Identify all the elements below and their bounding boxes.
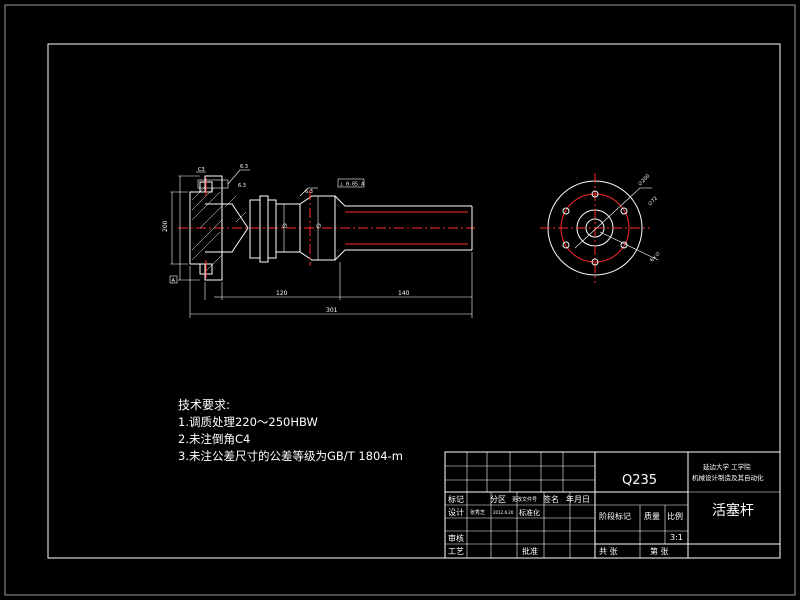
roughness-1: 6.3 <box>240 164 248 170</box>
front-view: 301 120 140 200 ∅ ∅ ⊥ 0.05 A <box>162 164 475 318</box>
bolt-hole-5 <box>562 241 570 249</box>
end-view: ∅200 ∅72 6×∅ <box>540 173 662 283</box>
outer-border <box>4 4 796 596</box>
tb-weight: 质量 <box>644 511 660 521</box>
collar-2 <box>259 195 269 263</box>
tb-review: 审核 <box>448 533 464 543</box>
tb-major: 机械设计制造及其自动化 <box>692 473 764 482</box>
dim-gt2: ∅ <box>316 223 321 230</box>
dim-rod-length: 140 <box>398 290 410 297</box>
tech-req-title: 技术要求: <box>178 398 230 412</box>
section-label-2: ∅72 <box>647 196 659 208</box>
roughness-2: 6.3 <box>305 189 313 195</box>
tb-file-no: 更改文件号 <box>512 496 537 503</box>
bolt-hole-1 <box>591 190 599 198</box>
tb-scale: 3:1 <box>670 533 683 542</box>
rod-body <box>276 195 472 261</box>
tb-designer: 张秀芝 <box>470 509 485 516</box>
tb-sheet-no: 第 张 <box>650 546 669 556</box>
tb-total-sheets: 共 张 <box>599 547 618 556</box>
section-label-3: 6×∅ <box>649 251 662 264</box>
hatching <box>191 185 247 273</box>
roughness-3: 6.3 <box>238 183 246 189</box>
bolt-hole-4 <box>591 258 599 266</box>
tb-date: 年月日 <box>566 494 590 504</box>
dimensions: 301 120 140 200 ∅ ∅ <box>162 175 473 318</box>
tb-standardize: 标准化 <box>519 508 540 517</box>
dim-middle-length: 120 <box>276 290 288 297</box>
drawing-frame <box>47 43 781 559</box>
tb-mark: 标记 <box>448 494 464 504</box>
tb-stage-mark: 阶段标记 <box>599 511 631 521</box>
tech-req-item-2: 2.未注倒角C4 <box>178 432 250 446</box>
dim-left-height: 200 <box>162 220 169 232</box>
tb-school: 延边大学 工学院 <box>703 462 751 471</box>
tb-signature: 签名 <box>543 494 559 504</box>
tb-approve: 批准 <box>522 546 538 556</box>
tb-material: Q235 <box>622 473 657 488</box>
tb-ratio: 比例 <box>667 511 683 521</box>
tb-design: 设计 <box>448 507 464 517</box>
gdt-frame-2: ⊥ 0.05 A <box>340 182 364 188</box>
bolt-hole-6 <box>562 207 570 215</box>
collar-3 <box>267 199 277 259</box>
tb-division: 分区 <box>490 495 506 504</box>
conical-cavity <box>205 203 249 253</box>
tech-req-item-1: 1.调质处理220～250HBW <box>178 415 318 429</box>
datum-label: A <box>172 278 176 284</box>
gdt-annotations: ⊥ 0.05 A C3 6.3 6.3 6.3 A <box>169 164 365 284</box>
collar-1 <box>249 199 261 259</box>
dim-gt1: ∅ <box>282 223 287 230</box>
tech-req-item-3: 3.未注公差尺寸的公差等级为GB/T 1804-m <box>178 449 403 463</box>
technical-requirements: 技术要求: 1.调质处理220～250HBW 2.未注倒角C4 3.未注公差尺寸… <box>178 398 403 463</box>
bolt-hole-2 <box>620 207 628 215</box>
section-label-1: ∅200 <box>637 173 651 187</box>
chamfer-label: C3 <box>198 167 205 173</box>
tb-process: 工艺 <box>448 547 464 556</box>
tb-designer-date: 2012.6.20 <box>493 510 514 515</box>
dim-total-length: 301 <box>326 307 338 314</box>
title-block: 标记 分区 更改文件号 签名 年月日 设计 张秀芝 2012.6.20 标准化 … <box>444 451 781 559</box>
tb-part-name: 活塞杆 <box>712 502 754 519</box>
